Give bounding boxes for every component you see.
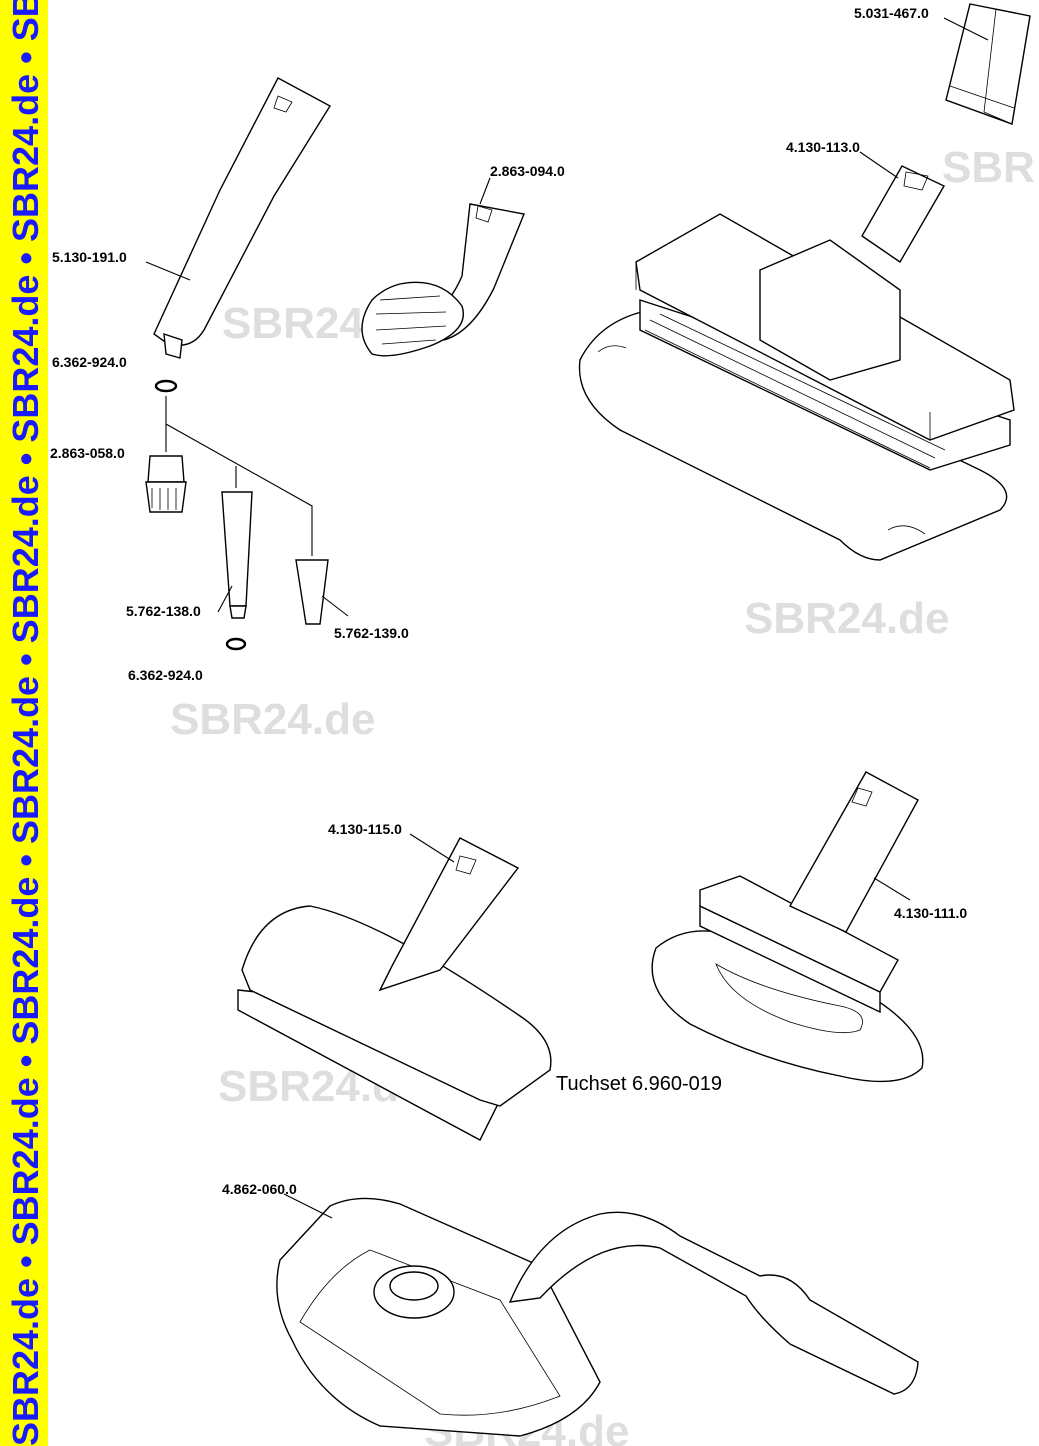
- window-nozzle-drawing: [237, 837, 552, 1141]
- leader-detail-nozzle: [479, 177, 491, 205]
- o-ring-top-drawing: [154, 379, 178, 393]
- side-band-text: SBR24.de • SBR24.de • SBR24.de • SBR24.d…: [5, 0, 46, 1446]
- leader-floor-nozzle: [859, 151, 899, 179]
- side-band-text-svg: SBR24.de • SBR24.de • SBR24.de • SBR24.d…: [5, 0, 46, 1446]
- label-round-brush: 2.863-058.0: [50, 445, 125, 461]
- detail-nozzle-drawing: [361, 203, 525, 357]
- label-floor-nozzle: 4.130-113.0: [786, 139, 860, 155]
- leader-power-nozzle: [217, 585, 233, 613]
- leader-steam-iron: [283, 1193, 333, 1219]
- steam-iron-drawing: [276, 1197, 919, 1437]
- label-detail-nozzle: 2.863-094.0: [490, 163, 565, 179]
- label-o-ring-top: 6.362-924.0: [52, 354, 127, 370]
- round-brush-drawing: [145, 455, 187, 513]
- leader-window-nozzle: [409, 833, 455, 863]
- o-ring-bottom-drawing: [225, 637, 247, 651]
- extension-tube-drawing: [153, 77, 331, 359]
- label-window-nozzle: 4.130-115.0: [328, 821, 402, 837]
- label-power-nozzle: 5.762-138.0: [126, 603, 201, 619]
- leader-spot-nozzle: [321, 595, 349, 617]
- watermark-1: SBR: [942, 143, 1035, 192]
- accessory-branch-lines: [165, 396, 313, 556]
- label-hand-nozzle: 4.130-111.0: [894, 905, 967, 921]
- leader-hand-nozzle: [873, 877, 911, 901]
- label-cloth-set: Tuchset 6.960-019: [556, 1073, 722, 1095]
- spot-nozzle-drawing: [295, 559, 329, 625]
- watermark-4: SBR24.de: [170, 695, 375, 744]
- leader-squeegee: [943, 17, 989, 41]
- leader-extension-tube: [145, 261, 191, 281]
- label-steam-iron: 4.862-060.0: [222, 1181, 297, 1197]
- watermark-side-band: SBR24.de • SBR24.de • SBR24.de • SBR24.d…: [0, 0, 48, 1446]
- watermark-3: SBR24.de: [744, 594, 949, 643]
- label-extension-tube: 5.130-191.0: [52, 249, 127, 265]
- label-o-ring-bottom: 6.362-924.0: [128, 667, 203, 683]
- label-spot-nozzle: 5.762-139.0: [334, 625, 409, 641]
- hand-nozzle-drawing: [651, 771, 924, 1083]
- floor-nozzle-bristles: [644, 313, 946, 469]
- squeegee-blade-drawing: [945, 3, 1031, 125]
- power-nozzle-drawing: [221, 491, 253, 619]
- floor-nozzle-drawing: [578, 165, 1015, 561]
- label-squeegee-blade: 5.031-467.0: [854, 5, 929, 21]
